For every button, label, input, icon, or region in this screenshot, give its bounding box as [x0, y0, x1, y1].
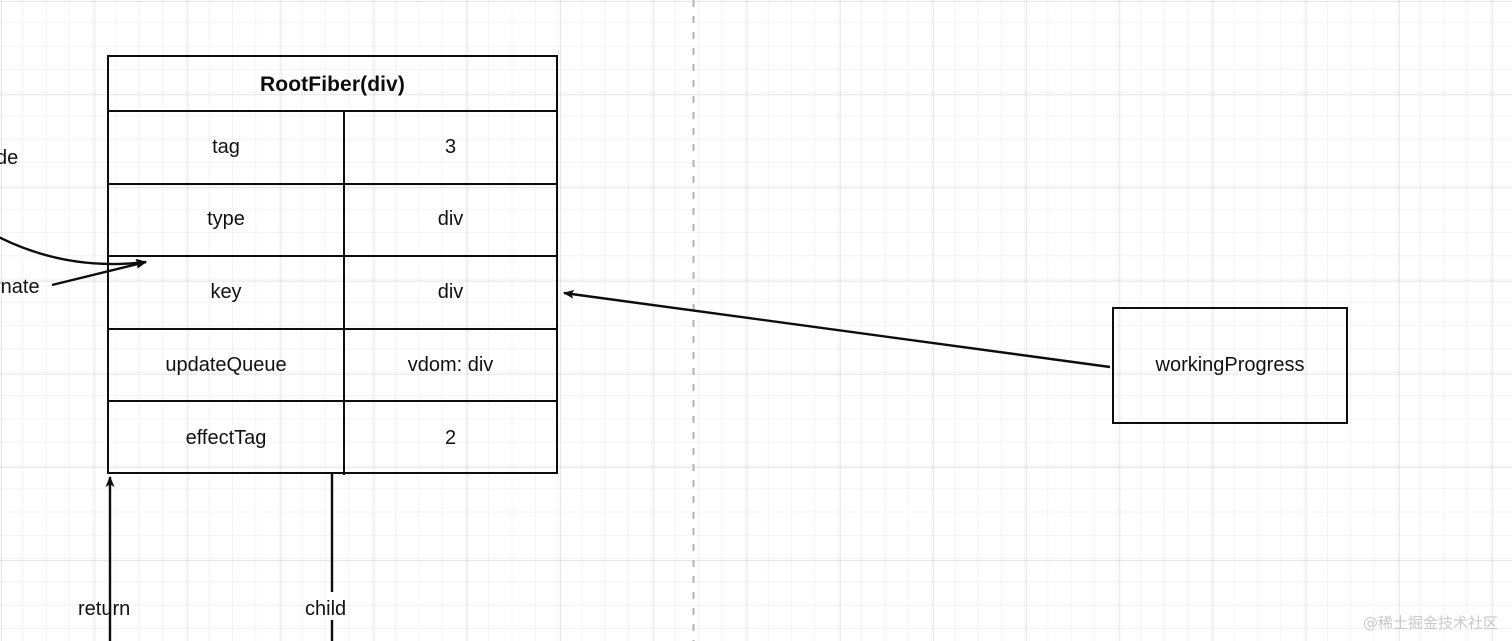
working-progress-box[interactable]: workingProgress [1112, 307, 1348, 424]
row-value: 3 [444, 135, 457, 158]
row-key: key [109, 257, 345, 328]
row-key: type [109, 184, 345, 256]
table-row[interactable]: updateQueue vdom: div [109, 329, 556, 403]
row-key: effectTag [109, 402, 345, 475]
root-fiber-table[interactable]: RootFiber(div) tag 3 type div key div up… [107, 55, 558, 475]
working-progress-connector [563, 289, 1111, 369]
child-label: child [305, 598, 347, 620]
row-key: updateQueue [109, 329, 345, 401]
table-row[interactable]: effectTag 2 [109, 402, 556, 475]
row-value: div [437, 208, 464, 231]
table-row[interactable]: type div [109, 184, 556, 258]
return-label: return [78, 598, 131, 620]
row-value: div [437, 280, 464, 303]
row-value: 2 [444, 427, 457, 450]
row-value: vdom: div [407, 353, 494, 376]
watermark: @稀土掘金技术社区 [1362, 614, 1498, 632]
node-label: de [0, 147, 19, 169]
row-key: tag [109, 112, 345, 183]
alternate-label: rnate [0, 276, 40, 298]
table-row[interactable]: key div [109, 257, 556, 330]
root-fiber-table-header: RootFiber(div) [109, 57, 556, 112]
table-row[interactable]: tag 3 [109, 112, 556, 185]
